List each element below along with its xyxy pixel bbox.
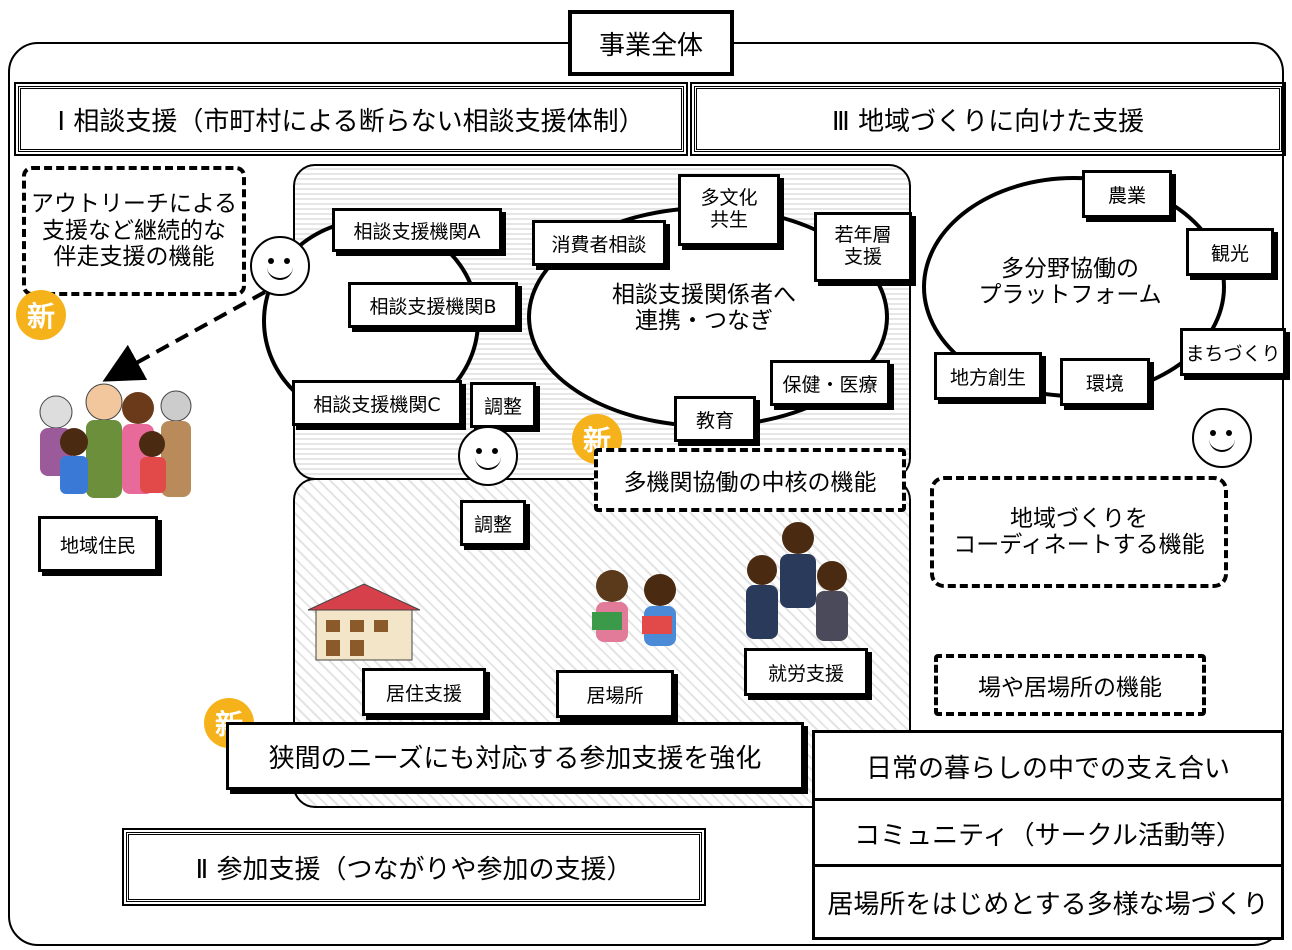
employment-support: 就労支援	[744, 648, 868, 696]
page-title: 事業全体	[568, 10, 734, 76]
participation-strengthen: 狭間のニーズにも対応する参加支援を強化	[226, 722, 804, 790]
residents-label: 地域住民	[38, 516, 158, 572]
section-community-header: Ⅲ 地域づくりに向けた支援	[690, 82, 1286, 156]
outreach-worker-face	[250, 236, 310, 296]
town-development: まちづくり	[1180, 328, 1286, 376]
coordination-label-top: 調整	[470, 382, 536, 428]
youth-support: 若年層 支援	[814, 212, 912, 282]
education: 教育	[674, 396, 756, 442]
employment-illustration	[746, 522, 848, 641]
agency-a: 相談支援機関A	[332, 208, 502, 252]
tourism: 観光	[1186, 228, 1274, 276]
residents-illustration	[39, 383, 192, 498]
diverse-place-making: 居場所をはじめとする多様な場づくり	[812, 864, 1284, 940]
agriculture: 農業	[1082, 170, 1172, 218]
housing-support: 居住支援	[362, 668, 486, 716]
coordinator-face	[458, 426, 518, 486]
outreach-arrow	[102, 290, 266, 382]
regional-revitalization: 地方創生	[934, 352, 1042, 400]
section-participation-header: Ⅱ 参加支援（つながりや参加の支援）	[122, 828, 706, 906]
agency-b: 相談支援機関B	[348, 282, 518, 328]
community-activities: コミュニティ（サークル活動等）	[812, 798, 1284, 868]
coordination-label-bottom: 調整	[460, 500, 526, 546]
housing-illustration	[307, 583, 421, 661]
platform-label: 多分野協働の プラットフォーム	[978, 256, 1162, 309]
multicultural: 多文化 共生	[678, 174, 780, 246]
network-center-label: 相談支援関係者へ 連携・つなぎ	[612, 282, 796, 335]
coordinate-function: 地域づくりを コーディネートする機能	[930, 476, 1228, 588]
agency-c: 相談支援機関C	[292, 380, 462, 426]
daily-mutual-support: 日常の暮らしの中での支え合い	[812, 730, 1284, 802]
community-coordinator-face	[1192, 408, 1252, 468]
new-badge-outreach: 新	[16, 290, 66, 340]
core-function: 多機関協働の中核の機能	[594, 448, 906, 512]
health-medical: 保健・医療	[770, 360, 890, 406]
outreach-function: アウトリーチによる 支援など継続的な 伴走支援の機能	[22, 166, 246, 296]
children-reading-illustration	[592, 570, 676, 646]
environment: 環境	[1060, 358, 1150, 406]
place-function: 場や居場所の機能	[934, 654, 1206, 716]
consumer-consultation: 消費者相談	[532, 220, 666, 266]
section-consultation-header: Ⅰ 相談支援（市町村による断らない相談支援体制）	[14, 82, 688, 156]
ibasho: 居場所	[556, 670, 674, 718]
